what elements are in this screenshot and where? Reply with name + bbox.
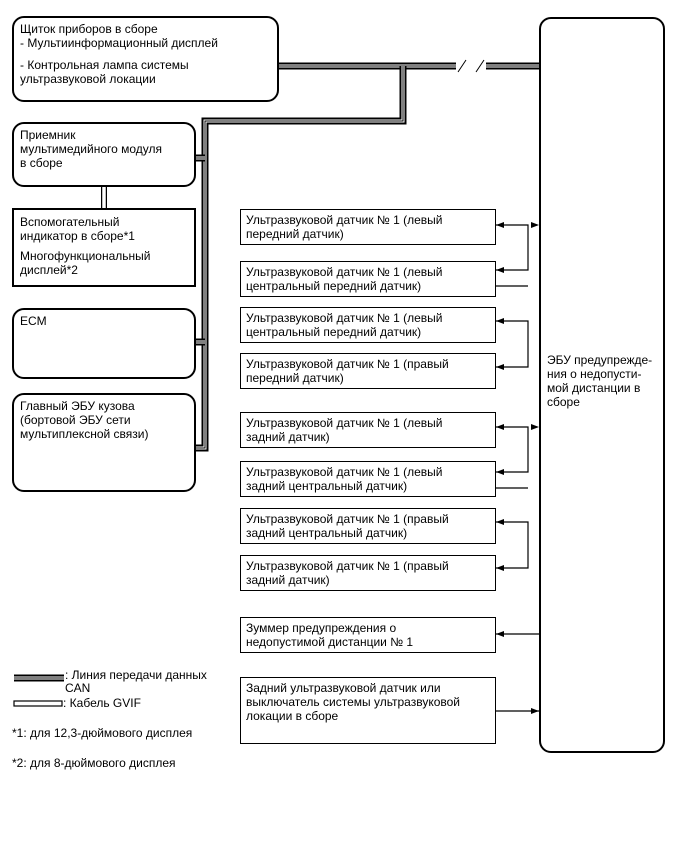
sensor-label-line2: задний датчик) [246,430,330,444]
sensor-label-line2: задний датчик) [246,573,330,587]
sensor-label-line2: задний центральный датчик) [246,526,408,540]
sensor-label-line1: Ультразвуковой датчик № 1 (правый [246,512,449,526]
sensor-label-line2: передний датчик) [246,371,344,385]
sensor-front-left: Ультразвуковой датчик № 1 (левый передни… [240,209,496,245]
switch-line2: выключатель системы ультразвуковой [246,695,461,709]
sensor-label-line1: Ультразвуковой датчик № 1 (левый [246,416,443,430]
sensor-label-line2: задний центральный датчик) [246,479,408,493]
cluster-item-display: - Мультиинформационный дисплей [20,36,218,50]
sensor-front-left-center: Ультразвуковой датчик № 1 (левый централ… [240,261,496,297]
legend-can-line2: CAN [65,681,91,695]
ecm-box: ECM [12,308,196,379]
sensor-label-line1: Ультразвуковой датчик № 1 (правый [246,357,449,371]
sensor-label-line1: Ультразвуковой датчик № 1 (левый [246,311,443,325]
sensor-links [496,224,539,712]
legend-gvif: : Кабель GVIF [63,697,141,710]
sensor-label-line1: Ультразвуковой датчик № 1 (левый [246,265,443,279]
legend-note1-label: *1: для 12,3-дюймового дисплея [12,726,193,740]
legend-gvif-label: : Кабель GVIF [63,696,141,710]
switch-line1: Задний ультразвуковой датчик или [246,681,441,695]
cluster-title: Щиток приборов в сборе [20,22,158,36]
arrowheads [496,222,539,714]
receiver-line2: мультимедийного модуля [20,142,163,156]
legend-note2-label: *2: для 8-дюймового дисплея [12,756,176,770]
sensor-rear-right-center: Ультразвуковой датчик № 1 (правый задний… [240,508,496,544]
warning-ecu-line4: сборе [547,395,580,409]
multimedia-receiver-box: Приемник мультимедийного модуля в сборе [12,122,196,187]
sensor-label-line2: центральный передний датчик) [246,325,422,339]
body-ecu-line2: (бортовой ЭБУ сети [20,413,131,427]
warning-ecu-line1: ЭБУ предупрежде- [547,353,653,367]
aux-line1: Вспомогательный [20,215,120,229]
receiver-line3: в сборе [20,156,63,170]
rear-sensor-switch-box: Задний ультразвуковой датчик или выключа… [240,677,496,744]
sensor-label-line2: центральный передний датчик) [246,279,422,293]
cluster-item-lamp-line2: ультразвуковой локации [20,72,156,86]
sensor-rear-left: Ультразвуковой датчик № 1 (левый задний … [240,412,496,448]
receiver-line1: Приемник [20,128,76,142]
sensor-front-right-center: Ультразвуковой датчик № 1 (левый централ… [240,307,496,343]
main-body-ecu-box: Главный ЭБУ кузова (бортовой ЭБУ сети му… [12,393,196,492]
aux-line2: индикатор в сборе*1 [20,229,135,243]
warning-ecu-line2: ния о недопусти- [547,367,642,381]
legend-note1: *1: для 12,3-дюймового дисплея [12,727,192,740]
instrument-cluster-box: Щиток приборов в сборе - Мультиинформаци… [12,16,279,102]
sensor-label-line1: Ультразвуковой датчик № 1 (левый [246,465,443,479]
aux-indicator-box: Вспомогательный индикатор в сборе*1 Мног… [12,208,196,287]
sensor-rear-right: Ультразвуковой датчик № 1 (правый задний… [240,555,496,591]
sensor-label-line2: передний датчик) [246,227,344,241]
legend-can-line1: : Линия передачи данных [65,668,207,682]
warning-buzzer-box: Зуммер предупреждения о недопустимой дис… [240,617,496,653]
sensor-front-right: Ультразвуковой датчик № 1 (правый передн… [240,353,496,389]
body-ecu-line1: Главный ЭБУ кузова [20,399,135,413]
legend-can: : Линия передачи данных CAN [65,669,207,695]
sensor-label-line1: Ультразвуковой датчик № 1 (левый [246,213,443,227]
aux-line4: дисплей*2 [20,263,78,277]
can-bus-lines [196,59,539,452]
buzzer-line1: Зуммер предупреждения о [246,621,397,635]
legend-note2: *2: для 8-дюймового дисплея [12,757,176,770]
sensor-rear-left-center: Ультразвуковой датчик № 1 (левый задний … [240,461,496,497]
sensor-label-line1: Ультразвуковой датчик № 1 (правый [246,559,449,573]
distance-warning-ecu-box: ЭБУ предупрежде- ния о недопусти- мой ди… [539,17,665,753]
buzzer-line2: недопустимой дистанции № 1 [246,635,414,649]
legend-lines [13,674,64,707]
switch-line3: локации в сборе [246,709,339,723]
ecm-label: ECM [20,314,47,328]
warning-ecu-line3: мой дистанции в [547,381,641,395]
cluster-item-lamp-line1: - Контрольная лампа системы [20,58,189,72]
aux-line3: Многофункциональный [20,249,151,263]
body-ecu-line3: мультиплексной связи) [20,427,149,441]
